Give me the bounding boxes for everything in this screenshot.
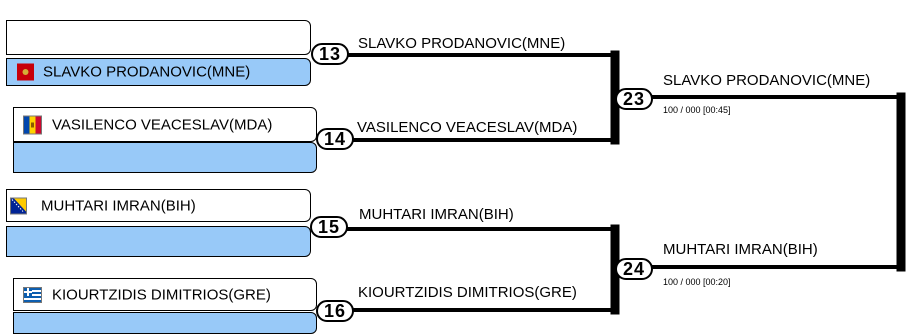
match-24-score: 100 / 000 [00:20] — [663, 277, 731, 287]
player-name: SLAVKO PRODANOVIC(MNE) — [43, 63, 251, 81]
match-23-number: 23 — [615, 88, 653, 110]
player-name: KIOURTZIDIS DIMITRIOS(GRE) — [52, 286, 271, 303]
match-16-number: 16 — [316, 300, 354, 322]
match-24-number: 24 — [615, 258, 653, 280]
match-23-score: 100 / 000 [00:45] — [663, 105, 731, 115]
match-13-number: 13 — [311, 43, 349, 65]
match-13-winner-label: SLAVKO PRODANOVIC(MNE) — [358, 35, 566, 52]
match-15-top-slot: MUHTARI IMRAN(BIH) — [6, 189, 311, 222]
match-13-bottom-slot: SLAVKO PRODANOVIC(MNE) — [6, 58, 311, 86]
flag-bosnia-icon — [10, 197, 27, 214]
match-16-winner-label: KIOURTZIDIS DIMITRIOS(GRE) — [358, 284, 577, 301]
match-23-winner-label: SLAVKO PRODANOVIC(MNE) — [663, 72, 871, 89]
player-name: MUHTARI IMRAN(BIH) — [41, 197, 196, 214]
flag-montenegro-icon — [17, 63, 34, 81]
match-15-winner-label: MUHTARI IMRAN(BIH) — [359, 206, 514, 223]
match-14-number: 14 — [316, 128, 354, 150]
match-14-winner-label: VASILENCO VEACESLAV(MDA) — [357, 119, 578, 136]
match-16-top-slot: KIOURTZIDIS DIMITRIOS(GRE) — [13, 278, 317, 311]
flag-greece-icon — [23, 286, 42, 303]
flag-moldova-icon — [23, 115, 42, 134]
match-14-top-slot: VASILENCO VEACESLAV(MDA) — [13, 107, 317, 142]
match-13-top-slot — [6, 20, 311, 55]
player-name: VASILENCO VEACESLAV(MDA) — [52, 116, 273, 133]
match-24-winner-label: MUHTARI IMRAN(BIH) — [663, 241, 818, 258]
match-15-bottom-slot — [6, 226, 311, 257]
match-15-number: 15 — [310, 216, 348, 238]
match-14-bottom-slot — [13, 142, 317, 173]
